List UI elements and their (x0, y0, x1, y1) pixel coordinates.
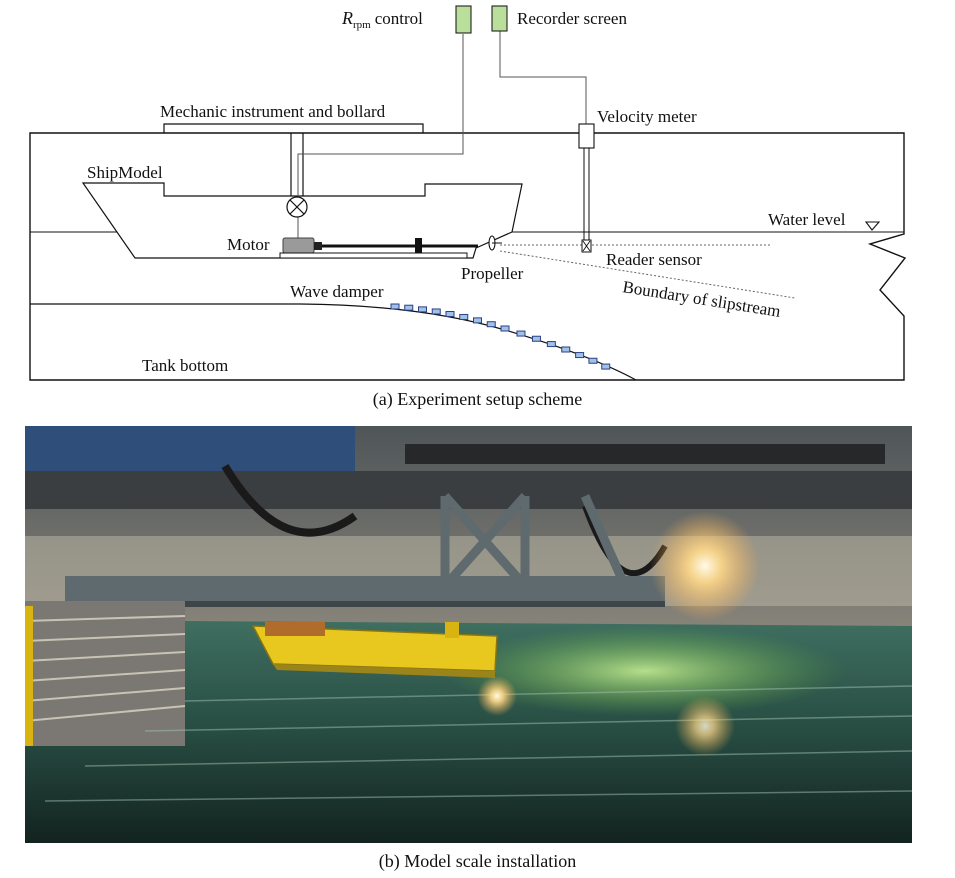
wave-damper-marker (405, 305, 413, 310)
rpm-subscript: rpm (353, 19, 371, 31)
tank-bottom-slope (30, 304, 636, 380)
water-level-symbol (866, 222, 879, 230)
lamp-glare (650, 511, 760, 621)
water-level-label: Water level (768, 210, 846, 229)
wave-damper-marker (532, 336, 540, 341)
recorder-cable (500, 30, 586, 124)
tank-bottom-label: Tank bottom (142, 356, 228, 375)
water-lamp-reflection (675, 696, 735, 756)
wave-damper-marker (432, 309, 440, 314)
reader-sensor-label: Reader sensor (606, 250, 702, 269)
motor-block (283, 238, 314, 253)
recorder-screen-label: Recorder screen (517, 9, 627, 28)
wave-damper-marker (576, 353, 584, 358)
wave-damper-marker (474, 318, 482, 323)
rpm-control-box (456, 6, 471, 33)
wave-damper-marker (602, 364, 610, 369)
main-steel-beam (65, 576, 665, 604)
wave-damper-marker (446, 312, 454, 317)
installation-illustration (25, 426, 912, 843)
ship-model-label: ShipModel (87, 163, 163, 182)
wave-damper-marker (419, 307, 427, 312)
wave-damper-marker (517, 331, 525, 336)
boundary-of-slipstream-label: Boundary of slipstream (621, 277, 782, 321)
wave-damper-marker (460, 314, 468, 319)
propeller-label: Propeller (461, 264, 524, 283)
rpm-control-text: control (375, 9, 423, 28)
wave-damper-marker (391, 304, 399, 309)
velocity-meter-box (579, 124, 594, 148)
motor-base-plate (280, 253, 467, 258)
wave-damper-markers (391, 304, 610, 369)
caption-b: (b) Model scale installation (0, 851, 955, 872)
wave-damper-marker (501, 326, 509, 331)
experiment-setup-scheme: Rrpm control Recorder screen Mechanic ins… (0, 0, 955, 390)
shaft-coupling (314, 242, 322, 250)
motor-label: Motor (227, 235, 270, 254)
velocity-meter-label: Velocity meter (597, 107, 697, 126)
rpm-symbol: R (341, 8, 353, 28)
caption-a: (a) Experiment setup scheme (0, 389, 955, 410)
wave-damper-marker (589, 358, 597, 363)
mechanic-instrument-bracket (164, 124, 423, 133)
rpm-control-label: Rrpm control (341, 8, 423, 31)
shaft-bearing (415, 238, 422, 253)
wave-damper-marker (562, 347, 570, 352)
model-scale-installation-photo (25, 426, 912, 843)
mechanic-instrument-label: Mechanic instrument and bollard (160, 102, 386, 121)
wave-damper-label: Wave damper (290, 282, 384, 301)
underwater-light (477, 676, 517, 716)
wave-damper-marker (487, 322, 495, 327)
recorder-screen-box (492, 6, 507, 31)
wave-damper-marker (547, 342, 555, 347)
rail-beam (405, 444, 885, 464)
dynamometer-symbol (287, 197, 307, 217)
overhead-carriage (25, 471, 912, 509)
